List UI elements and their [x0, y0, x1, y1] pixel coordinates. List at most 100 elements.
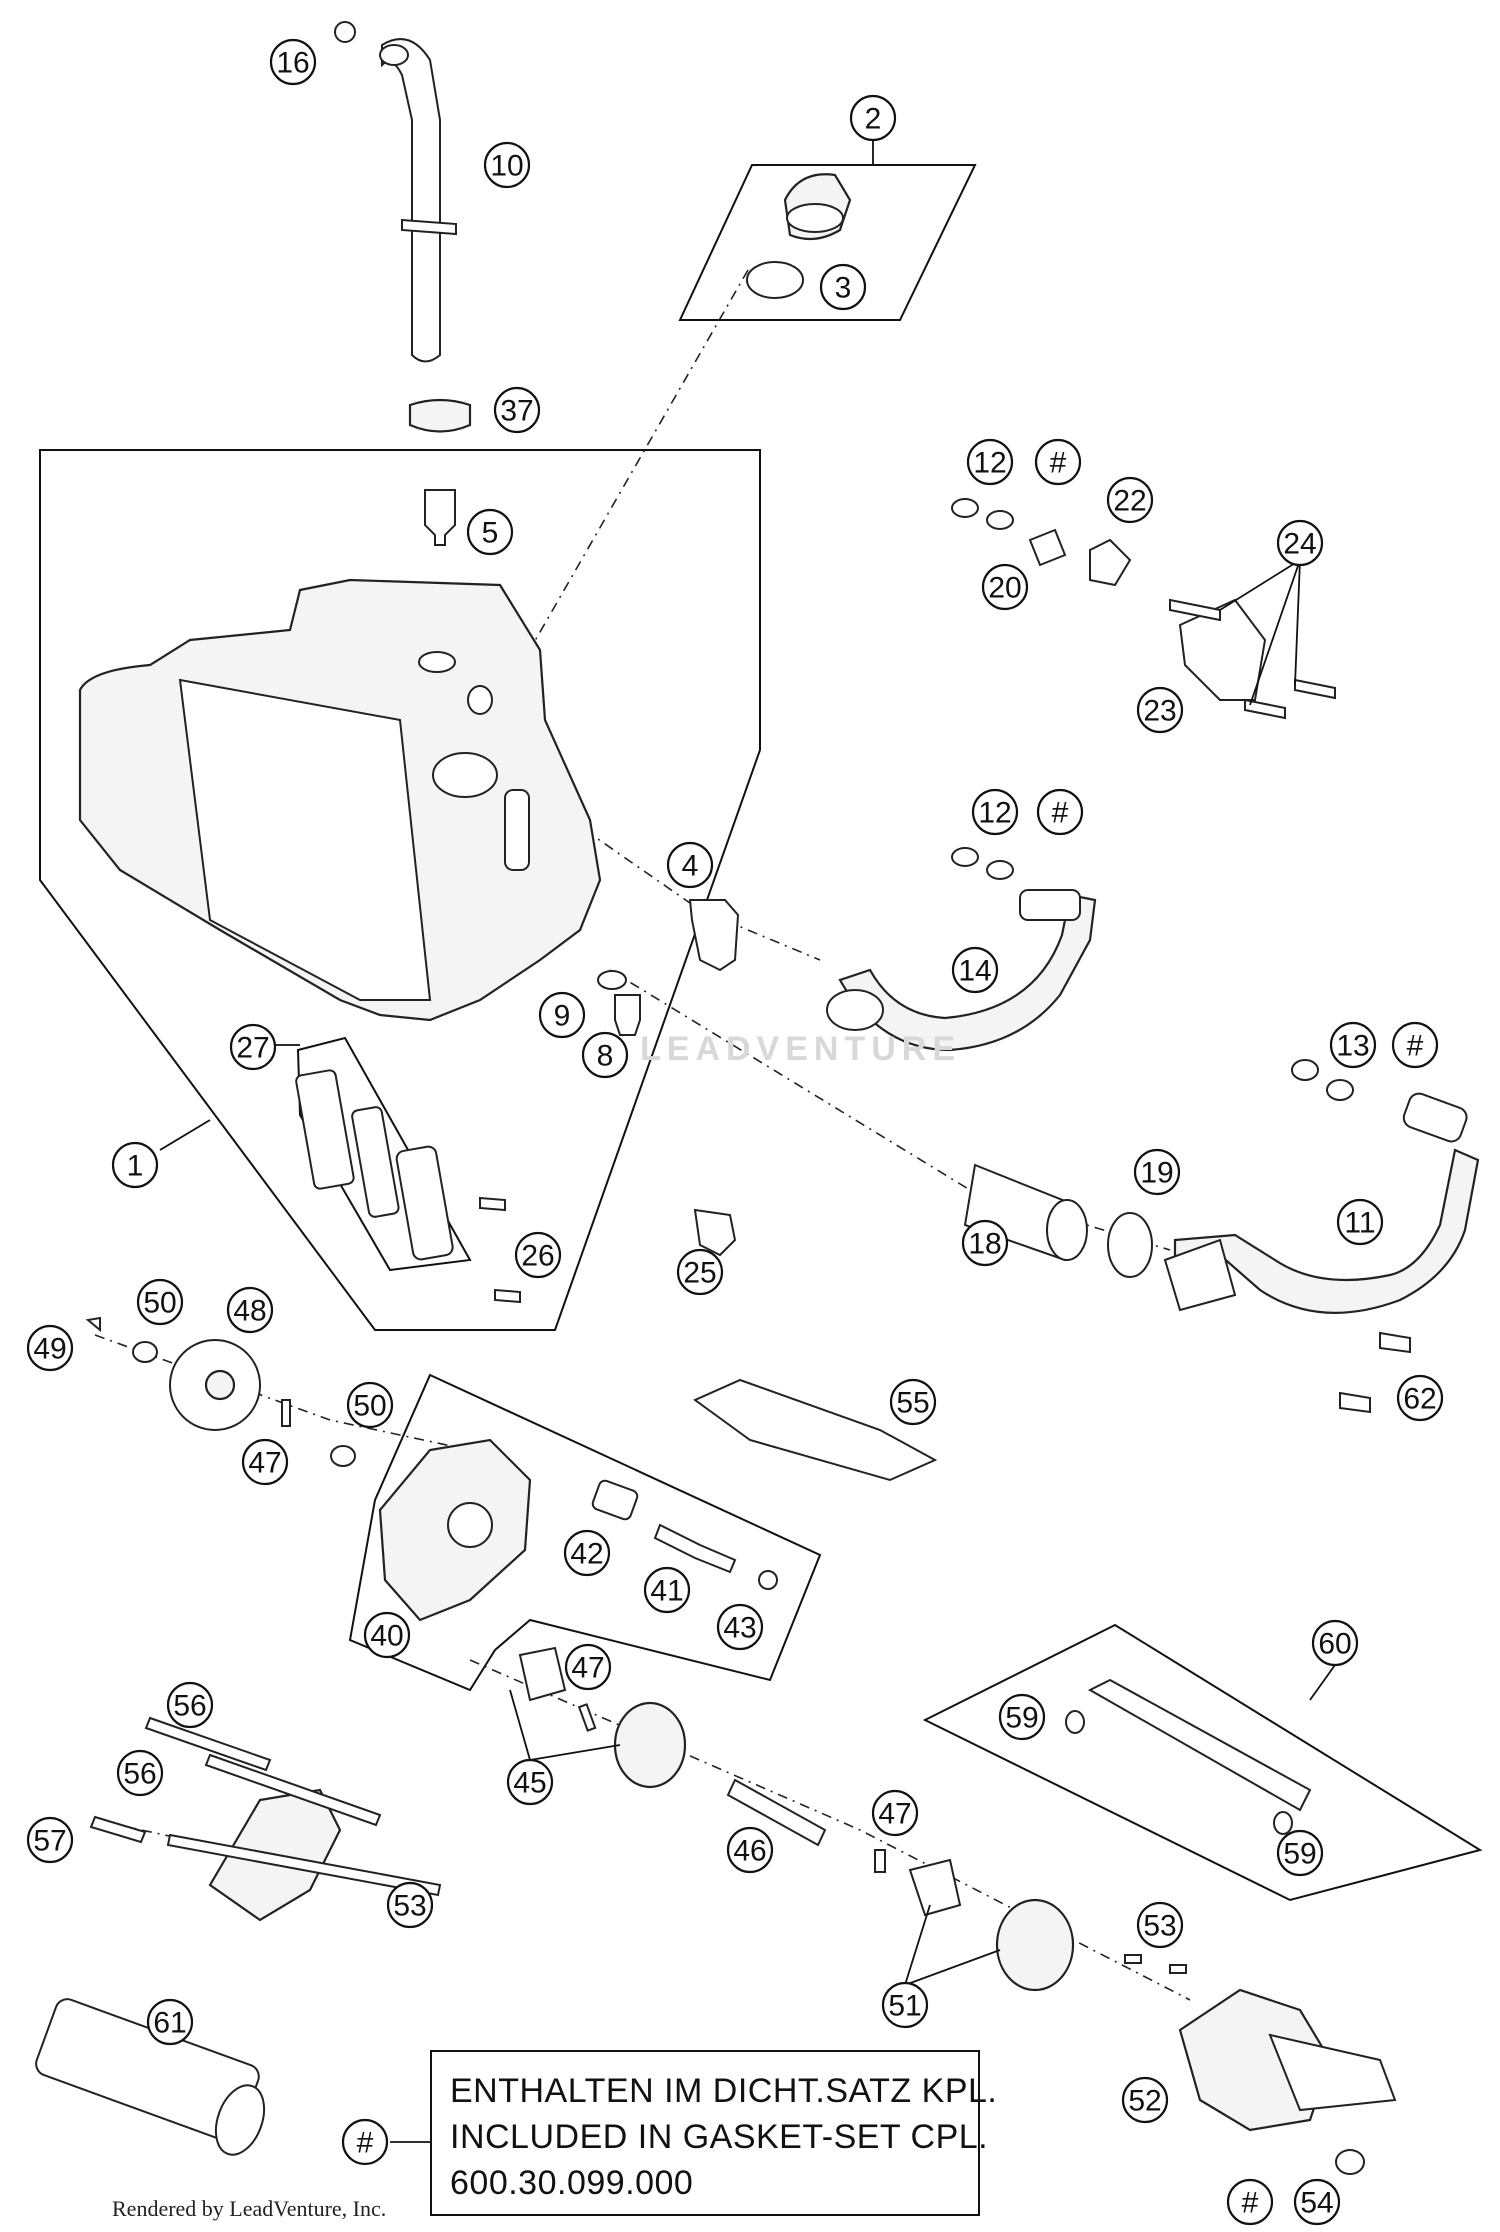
leader-1: [159, 1119, 211, 1151]
callout-43: 43: [716, 1603, 764, 1651]
svg-text:47: 47: [571, 1652, 604, 1685]
bolt-56-a: [144, 1716, 272, 1772]
svg-text:42: 42: [570, 1538, 603, 1571]
washer-50-right: [330, 1445, 356, 1467]
svg-text:20: 20: [988, 572, 1021, 605]
assembly-line-pump-shaft: [469, 1659, 1191, 2001]
svg-text:57: 57: [33, 1825, 66, 1858]
svg-text:49: 49: [33, 1333, 66, 1366]
breather-hose-end: [379, 44, 409, 66]
note-line-german: ENTHALTEN IM DICHT.SATZ KPL.: [450, 2072, 998, 2110]
callout-13: 13: [1329, 1021, 1377, 1069]
callout-2: 2: [849, 94, 897, 142]
tube-assembly-frame: [922, 1623, 1483, 1902]
svg-text:12: 12: [978, 797, 1011, 830]
oil-line-11-fitting: [1402, 1092, 1468, 1143]
filter-screen-gasket: [295, 1069, 355, 1190]
oil-tube: [1087, 1678, 1312, 1812]
svg-text:3: 3: [835, 272, 852, 305]
bolt-57: [89, 1815, 147, 1844]
outer-rotor-51: [995, 1898, 1075, 1992]
watermark-text: LEADVENTURE: [640, 1030, 962, 1068]
callout-47-gear: 47: [241, 1438, 289, 1486]
callout-60: 60: [1311, 1619, 1359, 1667]
callout-62: 62: [1396, 1374, 1444, 1422]
callout-hash-54: #: [1226, 2178, 1274, 2226]
assembly-line-pump-bolts: [94, 1819, 421, 1891]
assembly-line-strainer: [609, 969, 1171, 1251]
bracket-bolt-b: [1244, 698, 1286, 720]
assembly-line-cap: [454, 269, 749, 781]
callout-14: 14: [951, 946, 999, 994]
outer-rotor-45: [613, 1701, 687, 1789]
bolt-62-a: [1379, 1331, 1411, 1354]
svg-text:53: 53: [1143, 1910, 1176, 1943]
svg-text:24: 24: [1283, 528, 1316, 561]
svg-text:41: 41: [650, 1575, 683, 1608]
callout-47-shaft: 47: [871, 1789, 919, 1837]
svg-text:43: 43: [723, 1612, 756, 1645]
bolt-53-long: [166, 1833, 442, 1897]
oil-pump-housing-bore: [447, 1502, 493, 1548]
filler-cap-top: [786, 203, 844, 233]
oil-line-11-flange: [1163, 1238, 1237, 1312]
circlip-49: [85, 1316, 101, 1333]
o-ring-59-left: [1065, 1710, 1085, 1734]
washer-12-mid-a: [951, 847, 979, 867]
dowel-53-b: [1169, 1964, 1187, 1974]
relief-spring: [653, 1523, 737, 1574]
tank-sight-glass: [504, 789, 530, 871]
callout-56-bottom: 56: [116, 1749, 164, 1797]
callout-1: 1: [111, 1141, 159, 1189]
o-ring-59-right: [1273, 1811, 1293, 1835]
callout-12-top: 12: [966, 438, 1014, 486]
svg-text:59: 59: [1005, 1702, 1038, 1735]
callout-12-mid: 12: [971, 788, 1019, 836]
svg-text:#: #: [1407, 1030, 1424, 1063]
tank-filler-neck: [432, 752, 498, 798]
callout-26: 26: [514, 1231, 562, 1279]
washer-50-left: [132, 1341, 158, 1363]
union-fitting: [688, 899, 740, 972]
gasket-set-note: ENTHALTEN IM DICHT.SATZ KPL. INCLUDED IN…: [430, 2050, 998, 2216]
svg-text:50: 50: [353, 1390, 386, 1423]
svg-text:18: 18: [968, 1228, 1001, 1261]
callout-37: 37: [493, 386, 541, 434]
rotor-pin-47: [577, 1703, 597, 1732]
callout-56-top: 56: [166, 1681, 214, 1729]
oil-pump-housing-frame: [348, 1373, 822, 1692]
spacer-bushing: [1028, 528, 1067, 567]
svg-text:25: 25: [683, 1257, 716, 1290]
callout-48: 48: [226, 1286, 274, 1334]
callout-18: 18: [961, 1219, 1009, 1267]
callout-25: 25: [676, 1248, 724, 1296]
oil-line-14: [838, 893, 1097, 1052]
callout-40: 40: [363, 1611, 411, 1659]
callout-51: 51: [881, 1981, 929, 2029]
callout-61: 61: [146, 1998, 194, 2046]
callout-22: 22: [1106, 476, 1154, 524]
callout-11: 11: [1336, 1198, 1384, 1246]
svg-text:2: 2: [865, 103, 882, 136]
oil-filter-end: [214, 2084, 266, 2156]
svg-text:#: #: [1050, 447, 1067, 480]
svg-text:56: 56: [173, 1690, 206, 1723]
svg-text:37: 37: [500, 395, 533, 428]
bolt-62-b: [1339, 1391, 1371, 1414]
svg-text:26: 26: [521, 1240, 554, 1273]
svg-text:10: 10: [490, 150, 523, 183]
svg-text:55: 55: [896, 1387, 929, 1420]
svg-text:59: 59: [1283, 1838, 1316, 1871]
callout-46: 46: [726, 1826, 774, 1874]
callout-49: 49: [26, 1324, 74, 1372]
tank-top-port: [418, 651, 456, 673]
callout-20: 20: [981, 563, 1029, 611]
svg-text:11: 11: [1344, 1207, 1375, 1240]
relief-piston: [591, 1479, 639, 1521]
leader-24: [1219, 559, 1301, 706]
callout-19: 19: [1133, 1148, 1181, 1196]
screw-25: [693, 1208, 737, 1257]
assembly-line-gear: [94, 1334, 471, 1451]
callout-hash-13: #: [1391, 1021, 1439, 1069]
